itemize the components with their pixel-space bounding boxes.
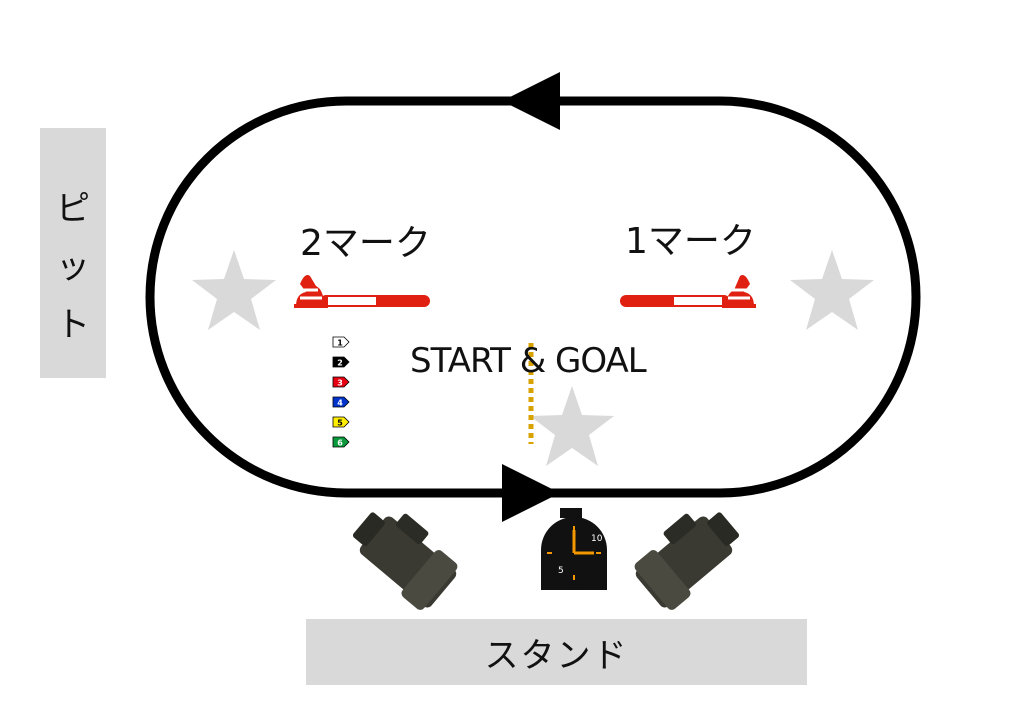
pit-label-char: ピ — [56, 189, 90, 229]
boat-number: 2 — [337, 359, 343, 368]
stand-panel: スタンド — [306, 619, 807, 685]
star-icon-right — [790, 250, 874, 330]
boat-marker-2: 2 — [332, 356, 350, 368]
camera-icon-right — [634, 512, 740, 610]
camera-icon-left — [352, 512, 458, 610]
arrow-icon-top — [502, 72, 560, 130]
buoy-icon-mark2 — [294, 275, 430, 308]
star-icon-center — [530, 386, 614, 466]
boat-number: 6 — [337, 439, 343, 448]
clock-number-5: 5 — [558, 566, 564, 576]
boat-list: 1 2 3 4 5 6 — [332, 336, 350, 448]
start-goal-label: START & GOAL — [410, 341, 647, 381]
mark2-label: 2マーク — [300, 223, 431, 264]
clock-number-10: 10 — [591, 534, 603, 544]
stopwatch-icon: 10 5 — [541, 508, 607, 590]
pit-panel: ピ ッ ト — [40, 128, 106, 378]
pit-label-char: ト — [56, 305, 90, 345]
star-icon-left — [192, 250, 276, 330]
boat-number: 4 — [337, 399, 343, 408]
boat-number: 3 — [337, 379, 343, 388]
mark1-label: 1マーク — [625, 221, 756, 262]
boat-number: 1 — [337, 339, 343, 348]
boat-marker-5: 5 — [332, 416, 350, 428]
buoy-icon-mark1 — [620, 275, 756, 308]
boat-marker-1: 1 — [332, 336, 350, 348]
boat-marker-3: 3 — [332, 376, 350, 388]
boat-number: 5 — [337, 419, 343, 428]
boat-marker-6: 6 — [332, 436, 350, 448]
pit-label-char: ッ — [56, 247, 90, 287]
arrow-icon-bottom — [502, 464, 560, 522]
boat-marker-4: 4 — [332, 396, 350, 408]
